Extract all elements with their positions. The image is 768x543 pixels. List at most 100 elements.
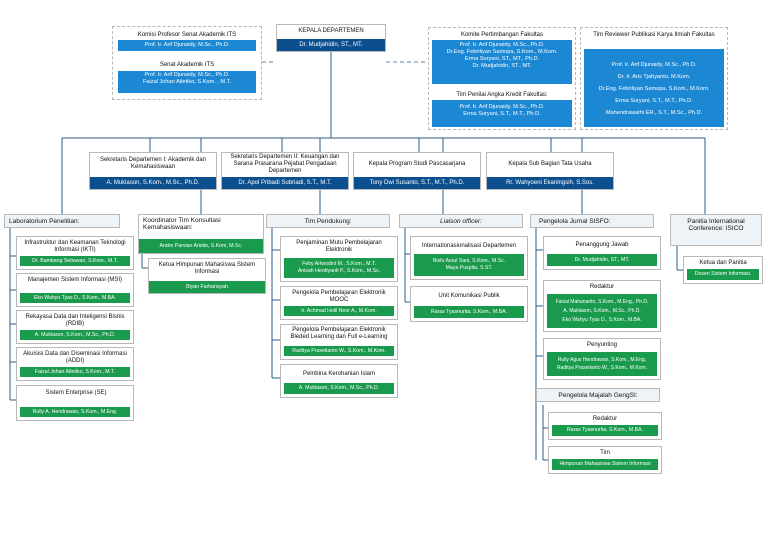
reviewer-member: Erma Suryani, S.T., M.T., Ph.D.	[615, 98, 693, 104]
reviewer-member: Prof. Ir. Arif Djunaidy, M.Sc., Ph.D.	[611, 62, 697, 68]
majalah-name: Raras Tyasnurita, S.Kom., M.BA.	[552, 425, 658, 436]
pendukung-item: Pengelola Pembelajaran Elektronik MOOC I…	[280, 286, 398, 320]
lab-item-title: Manajemen Sistem Informasi (MSI)	[27, 277, 123, 283]
jurnal-item: Penanggung Jawab Dr. Mudjahidin, ST., MT…	[543, 236, 661, 270]
koordinator-name: Andre Parvian Aristio, S.Kom, M.Sc.	[139, 239, 263, 253]
liaison-name: Raras Tyasnurita, S.Kom., M.BA.	[414, 306, 524, 318]
secretary-name: Tony Dwi Susanto, S.T., M.T., Ph.D.	[354, 177, 480, 189]
komite-member: Erma Suryani, ST., MT., Ph.D.	[464, 56, 540, 62]
jurnal-item-title: Penanggung Jawab	[575, 242, 629, 248]
koordinator-title: Koordinator Tim Konsultasi Kemahasiswaan…	[143, 217, 221, 231]
pendukung-name: Anisah Herdiyanti P., S.Kom., M.Sc.	[297, 267, 381, 274]
jurnal-item: Redaktur Faizal Mahananto, S.Kom., M.Eng…	[543, 280, 661, 332]
pendukung-item-title: Pengelola Pembelajaran Elektronik Bleded…	[290, 327, 388, 340]
head-name: Dr. Mudjahidin, ST., MT.	[277, 39, 385, 51]
jurnal-item-title: Redaktur	[589, 284, 615, 290]
jurnal-name: Rully Agus Hendrawan, S.Kom., M.Eng.	[557, 357, 647, 363]
jurnal-item-title: Penyunting	[586, 342, 618, 348]
lab-item-name: Faizal Johan Atletiko, S.Kom., M.T.	[20, 367, 130, 377]
secretary-1: Sekretaris Departemen I: Akademik dan Ke…	[89, 152, 217, 190]
senat-member: Prof. Ir. Arif Djunaidy, M.Sc., Ph.D.	[144, 72, 230, 78]
reviewer-group: Tim Reviewer Publikasi Karya Ilmiah Faku…	[580, 27, 728, 130]
majalah-header: Pengelola Majalah GengSI:	[536, 388, 660, 402]
reviewer-member: Dr. Ir. Aris Tjahyanto, M.Kom.	[617, 74, 691, 80]
pendukung-name: Feby Artwodini M., S.Kom., M.T.	[302, 261, 376, 267]
lab-item: Manajemen Sistem Informasi (MSI) Eko Wah…	[16, 273, 134, 307]
lab-header: Laboratorium Penelitian:	[4, 214, 120, 228]
himpunan-box: Ketua Himpunan Mahasiswa Sistem Informas…	[148, 258, 266, 294]
secretary-2: Sekretaris Departemen II: Keuangan dan S…	[221, 152, 349, 190]
pendukung-item: Pengelola Pembelajaran Elektronik Bleded…	[280, 324, 398, 360]
liaison-item-title: Internationasionalisasi Departemen	[421, 243, 517, 249]
majalah-item-title: Redaktur	[592, 416, 618, 422]
lab-item-name: A. Muklason, S.Kom., M.Sc., Ph.D.	[20, 330, 130, 340]
liaison-header: Liaison officer:	[399, 214, 523, 228]
himpunan-name: Biyan Farhansyah	[149, 281, 265, 293]
reviewer-member: Mahendrawathi ER., S.T., M.Sc., Ph.D.	[605, 110, 703, 116]
liaison-item-title: Unit Komunikasi Publik	[438, 293, 500, 299]
koordinator-box: Koordinator Tim Konsultasi Kemahasiswaan…	[138, 214, 264, 254]
lab-item-title: Sistem Enterprise (SE)	[45, 390, 107, 396]
majalah-item: Redaktur Raras Tyasnurita, S.Kom., M.BA.	[548, 412, 662, 440]
pendukung-name: Ir. Achmad Holil Noor A., M.Kom.	[284, 306, 394, 316]
liaison-name: Maya Puspita, S.ST.	[445, 264, 493, 271]
lab-item: Sistem Enterprise (SE) Rully A. Hendrawa…	[16, 385, 134, 421]
liaison-item: Internationasionalisasi Departemen Nisfu…	[410, 236, 528, 280]
pendukung-item-title: Pengelola Pembelajaran Elektronik MOOC	[292, 290, 386, 303]
senat-group: Komisi Profesor Senat Akademik ITS Prof.…	[112, 26, 262, 100]
secretary-name: Rr. Wahyoeni Ekaningsih, S.Sos.	[487, 177, 613, 189]
lab-item-title: Akuisisi Data dan Diseminasi Informasi (…	[23, 351, 127, 364]
secretary-title: Kepala Program Studi Pascasarjana	[368, 161, 466, 167]
penilai-member: Prof. Ir. Arif Djunaidy, M.Sc., Ph.D.	[459, 104, 545, 110]
jurnal-header: Pengelola Jurnal SISFO:	[530, 214, 654, 228]
komisi-title: Komisi Profesor Senat Akademik ITS	[137, 32, 237, 38]
komite-group: Komite Pertimbangan Fakultas Prof. Ir. A…	[428, 27, 576, 130]
secretary-3: Kepala Program Studi Pascasarjana Tony D…	[353, 152, 481, 190]
jurnal-item: Penyunting Rully Agus Hendrawan, S.Kom.,…	[543, 338, 661, 380]
isico-title: Panitia International Conference: ISICO	[687, 218, 745, 232]
jurnal-name: Raditya Prasetianto W., S.Kom., M.Kom.	[556, 365, 648, 371]
majalah-item-title: Tim	[600, 450, 610, 456]
pendukung-item: Penjaminan Mutu Pembelajaran Elektronik …	[280, 236, 398, 282]
jurnal-item-names: Rully Agus Hendrawan, S.Kom., M.Eng. Rad…	[547, 352, 657, 376]
pendukung-header: Tim Pendukung:	[266, 214, 390, 228]
komite-member: Prof. Ir. Arif Djunaidy, M.Sc., Ph.D.	[459, 42, 545, 48]
jurnal-item-names: Faizal Mahananto, S.Kom., M.Eng., Ph.D. …	[547, 294, 657, 328]
head-box: KEPALA DEPARTEMEN Dr. Mudjahidin, ST., M…	[276, 24, 386, 52]
penilai-title: Tim Penilai Angka Kredit Fakultas:	[456, 92, 548, 98]
lab-title: Laboratorium Penelitian:	[9, 218, 80, 225]
liaison-title: Liaison officer:	[440, 218, 482, 225]
pendukung-item: Pembina Kerohanian Islam A. Muklason, S.…	[280, 364, 398, 398]
reviewer-members: Prof. Ir. Arif Djunaidy, M.Sc., Ph.D. Dr…	[584, 49, 724, 127]
jurnal-name: Faizal Mahananto, S.Kom., M.Eng., Ph.D.	[555, 299, 649, 305]
isico-item: Ketua dan Panitia Dosen Sistem Informasi…	[683, 256, 763, 284]
jurnal-name: Eko Wahyu Tyas D., S.Kom., M.BA.	[562, 317, 642, 323]
liaison-item-names: Nisfu Asrul Sani, S.Kom., M.Sc. Maya Pus…	[414, 254, 524, 276]
lab-item: Infrastruktur dan Keamanan Teknologi Inf…	[16, 236, 134, 270]
komite-title: Komite Pertimbangan Fakultas	[460, 32, 544, 38]
komisi-member: Prof. Ir. Arif Djunaidy, M.Sc., Ph.D.	[118, 40, 256, 51]
pendukung-name: Raditya Prasetianto W., S.Kom., M.Kom.	[284, 346, 394, 356]
reviewer-title: Tim Reviewer Publikasi Karya Ilmiah Faku…	[593, 32, 715, 38]
majalah-title: Pengelola Majalah GengSI:	[558, 392, 638, 399]
secretary-4: Kepala Sub Bagian Tata Usaha Rr. Wahyoen…	[486, 152, 614, 190]
lab-item: Rekayasa Data dan Inteligensi Bisnis (RD…	[16, 310, 134, 344]
secretary-name: A. Muklason, S.Kom., M.Sc., Ph.D.	[90, 177, 216, 189]
liaison-name: Nisfu Asrul Sani, S.Kom., M.Sc.	[432, 258, 506, 264]
senat-members: Prof. Ir. Arif Djunaidy, M.Sc., Ph.D. Fa…	[118, 71, 256, 93]
lab-item-name: Rully A. Hendrawan, S.Kom., M.Eng.	[20, 407, 130, 417]
pendukung-item-title: Pembina Kerohanian Islam	[302, 371, 376, 377]
secretary-title: Sekretaris Departemen I: Akademik dan Ke…	[99, 157, 207, 170]
liaison-item: Unit Komunikasi Publik Raras Tyasnurita,…	[410, 286, 528, 322]
majalah-name: Himpunan Mahasiswa Sistem Informasi	[552, 459, 658, 470]
pendukung-item-title: Penjaminan Mutu Pembelajaran Elektronik	[296, 240, 382, 253]
komite-member: Dr.Eng. Febriliyan Samopa, S.Kom., M.Kom…	[446, 49, 558, 55]
secretary-title: Kepala Sub Bagian Tata Usaha	[508, 161, 592, 167]
isico-item-name: Dosen Sistem Informasi.	[687, 269, 759, 280]
penilai-member: Erma Suryani, S.T., M.T., Ph.D.	[463, 111, 541, 117]
lab-item-name: Eko Wahyu Tyas D., S.Kom., M.BA.	[20, 293, 130, 303]
komite-members: Prof. Ir. Arif Djunaidy, M.Sc., Ph.D. Dr…	[432, 40, 572, 84]
lab-item-title: Rekayasa Data dan Inteligensi Bisnis (RD…	[25, 314, 125, 327]
pendukung-item-names: Feby Artwodini M., S.Kom., M.T. Anisah H…	[284, 258, 394, 278]
